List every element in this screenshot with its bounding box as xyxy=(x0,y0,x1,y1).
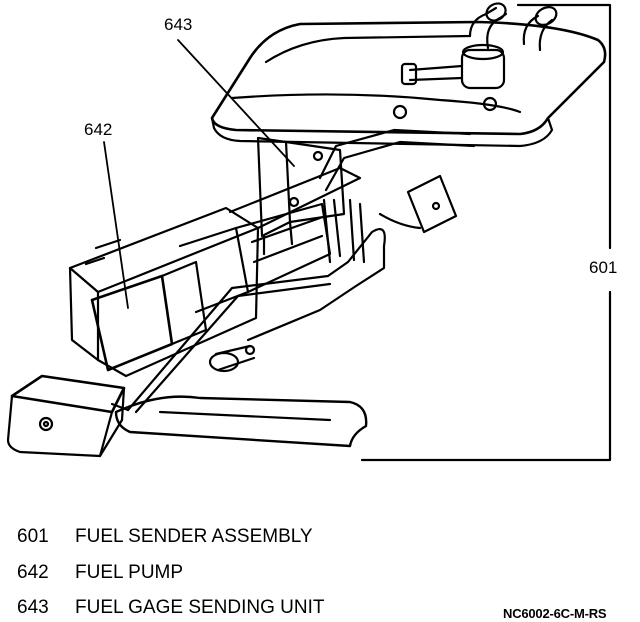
fuel-sender-assembly-diagram xyxy=(6,2,612,462)
assembly-bracket xyxy=(360,3,612,462)
fuel-lines xyxy=(126,128,476,414)
callout-642: 642 xyxy=(84,120,113,139)
fuel-hose-fittings xyxy=(400,2,558,90)
legend-label: FUEL GAGE SENDING UNIT xyxy=(75,597,325,618)
callout-643: 643 xyxy=(164,15,193,34)
leader-lines xyxy=(103,39,295,309)
legend-number: 642 xyxy=(17,562,49,583)
fuel-strainer xyxy=(114,395,368,448)
ground-terminal xyxy=(208,344,256,373)
legend-item: 643 FUEL GAGE SENDING UNIT xyxy=(17,597,325,619)
mounting-flange xyxy=(210,20,607,148)
flange-fasteners xyxy=(288,96,498,208)
legend-item: 642 FUEL PUMP xyxy=(17,562,183,584)
electrical-connector xyxy=(378,174,458,234)
reservoir-frame xyxy=(68,166,362,378)
callout-601: 601 xyxy=(589,258,618,277)
fuel-pump xyxy=(90,202,332,372)
legend-label: FUEL PUMP xyxy=(75,562,184,583)
legend-label: FUEL SENDER ASSEMBLY xyxy=(75,526,313,547)
legend-item: 601 FUEL SENDER ASSEMBLY xyxy=(17,526,313,548)
legend-number: 643 xyxy=(17,597,49,618)
fuel-level-float xyxy=(6,374,130,458)
figure-id: NC6002-6C-M-RS xyxy=(503,606,607,621)
legend-number: 601 xyxy=(17,526,49,547)
